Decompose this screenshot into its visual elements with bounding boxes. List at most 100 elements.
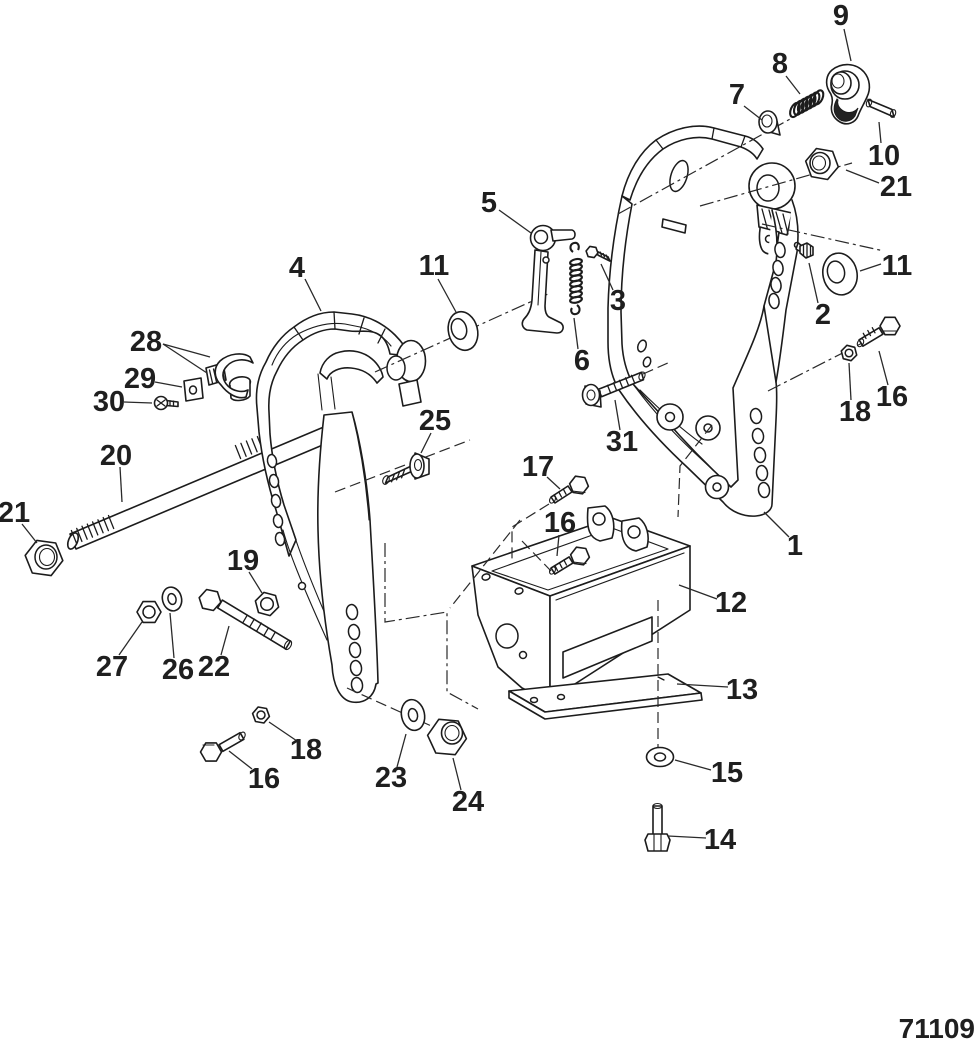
leader-line-21	[845, 169, 880, 184]
callout-18: 18	[839, 396, 871, 428]
part-31-bolt	[581, 371, 646, 408]
leader-line-20	[119, 466, 123, 503]
leader-line-31	[614, 399, 621, 431]
part-21-nut-right	[804, 147, 840, 181]
part-9-tilt-lever	[825, 63, 871, 125]
part-7-bushing	[758, 110, 781, 136]
callout-31: 31	[606, 426, 638, 458]
part-17-bolt	[548, 475, 590, 504]
part-10-pin	[865, 98, 897, 118]
part-18-nut-right	[840, 344, 858, 362]
part-11-washer-left	[447, 310, 479, 352]
callout-6: 6	[574, 345, 590, 377]
part-23-washer	[400, 698, 426, 732]
callout-13: 13	[726, 674, 758, 706]
callout-23: 23	[375, 762, 407, 794]
part-3-screw	[585, 245, 611, 262]
callout-7: 7	[729, 79, 745, 111]
callout-17: 17	[522, 451, 554, 483]
callout-25: 25	[419, 405, 451, 437]
part-6-spring	[569, 241, 583, 316]
leader-line-2	[808, 262, 819, 304]
callout-11: 11	[882, 250, 913, 282]
leader-line-5	[498, 209, 532, 234]
callout-10: 10	[868, 140, 900, 172]
leader-line-4	[304, 278, 322, 312]
callout-4: 4	[289, 252, 305, 284]
transom-bracket-arm-holes	[749, 407, 771, 499]
part-20-tilt-tube	[66, 419, 347, 550]
part-11-washer-right	[822, 252, 858, 296]
leader-line-22	[220, 625, 230, 656]
leader-line-26	[169, 612, 175, 659]
clamp-bracket-holes	[266, 453, 286, 547]
callout-16: 16	[248, 763, 280, 795]
leader-line-1	[763, 511, 790, 538]
leader-line-16	[878, 350, 889, 386]
callout-2: 2	[815, 299, 831, 331]
part-25-bolt	[382, 452, 430, 485]
leader-line-18	[848, 362, 852, 401]
leader-line-11	[859, 263, 882, 272]
callout-1: 1	[787, 530, 803, 562]
leader-line-24	[452, 757, 462, 791]
part-13-anode-plate	[508, 673, 703, 720]
leader-line-14	[667, 835, 707, 839]
leader-line-16	[556, 534, 560, 557]
leader-line-7	[743, 105, 763, 121]
callout-27: 27	[96, 651, 128, 683]
drawing-number: 71109	[899, 1013, 975, 1044]
part-1-transom-bracket	[607, 125, 799, 517]
part-16-bolt-bottom-left	[199, 731, 246, 762]
callout-26: 26	[162, 654, 194, 686]
swivel-arm-holes	[345, 603, 364, 694]
part-16-bolt-middle	[548, 546, 591, 575]
callout-8: 8	[772, 48, 788, 80]
callout-21: 21	[880, 171, 912, 203]
leader-lines	[21, 28, 889, 839]
leader-line-11	[437, 278, 457, 313]
leader-line-23	[396, 733, 407, 768]
leader-line-21	[21, 523, 38, 544]
leader-line-16	[228, 750, 253, 770]
tube-thread-ticks	[70, 433, 269, 545]
leader-line-15	[674, 759, 712, 771]
leader-line-27	[118, 621, 143, 656]
part-29-plate	[183, 377, 204, 402]
leader-line-10	[878, 121, 882, 144]
part-16-bolt-right	[856, 316, 901, 348]
callout-5: 5	[481, 187, 497, 219]
part-30-screw	[153, 395, 179, 411]
callout-19: 19	[227, 545, 259, 577]
leader-line-9	[843, 28, 852, 62]
part-18-nut-bottom	[251, 706, 271, 724]
leader-line-25	[420, 432, 432, 454]
part-26-washer	[161, 586, 183, 612]
leader-line-28	[162, 343, 211, 358]
callout-15: 15	[711, 757, 743, 789]
leader-line-13	[676, 683, 729, 688]
part-27-nut	[136, 600, 162, 624]
part-5-latch	[521, 224, 576, 334]
leader-line-3	[600, 263, 614, 291]
leader-line-8	[785, 75, 801, 95]
part-28-clamp	[205, 353, 254, 402]
callout-28: 28	[130, 326, 162, 358]
leader-line-30	[123, 401, 153, 404]
leader-line-12	[678, 584, 718, 600]
leader-line-28	[162, 343, 208, 374]
leader-line-6	[573, 317, 579, 350]
callout-24: 24	[452, 786, 484, 818]
callout-9: 9	[833, 0, 849, 32]
callout-22: 22	[198, 651, 230, 683]
part-12-mount-bracket	[471, 505, 691, 702]
transom-bracket-slots	[768, 241, 786, 310]
part-22-bolt	[198, 588, 293, 651]
callout-21: 21	[0, 497, 30, 529]
part-8-spring	[789, 89, 825, 119]
callout-18: 18	[290, 734, 322, 766]
part-15-washer	[645, 746, 675, 768]
part-19-nut	[254, 591, 280, 617]
